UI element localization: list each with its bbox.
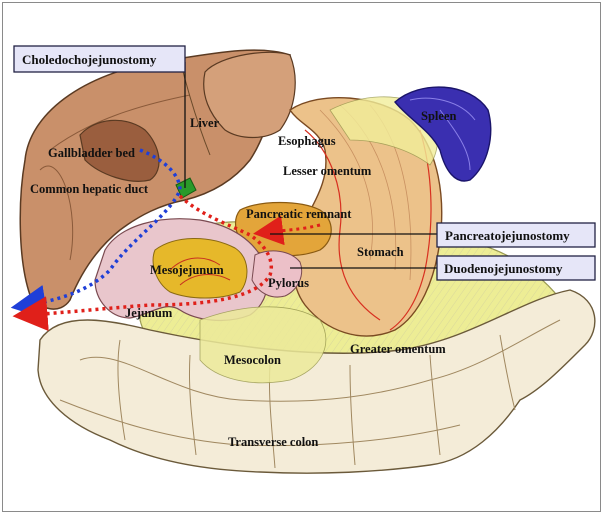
boxed-label-choledochojejunostomy: Choledochojejunostomy xyxy=(14,46,185,72)
svg-text:Pancreatojejunostomy: Pancreatojejunostomy xyxy=(445,228,570,243)
pylorus-shape xyxy=(252,251,302,297)
label-pylorus: Pylorus xyxy=(268,276,309,290)
label-greater-omentum: Greater omentum xyxy=(350,342,446,356)
label-stomach: Stomach xyxy=(357,245,404,259)
label-esophagus: Esophagus xyxy=(278,134,336,148)
boxed-label-duodenojejunostomy: Duodenojejunostomy xyxy=(437,256,595,280)
label-spleen: Spleen xyxy=(421,109,456,123)
label-pancreatic-remnant: Pancreatic remnant xyxy=(246,207,352,221)
boxed-label-pancreatojejunostomy: Pancreatojejunostomy xyxy=(437,223,595,247)
label-lesser-omentum: Lesser omentum xyxy=(283,164,372,178)
label-gallbladder-bed: Gallbladder bed xyxy=(48,146,135,160)
label-mesocolon: Mesocolon xyxy=(224,353,281,367)
mesocolon-shape xyxy=(200,307,326,383)
label-mesojejunum: Mesojejunum xyxy=(150,263,224,277)
label-jejunum: Jejunum xyxy=(125,306,173,320)
svg-text:Duodenojejunostomy: Duodenojejunostomy xyxy=(444,261,563,276)
svg-text:Choledochojejunostomy: Choledochojejunostomy xyxy=(22,52,157,67)
label-common-hepatic-duct: Common hepatic duct xyxy=(30,182,149,196)
label-transverse-colon: Transverse colon xyxy=(228,435,318,449)
label-liver: Liver xyxy=(190,116,220,130)
